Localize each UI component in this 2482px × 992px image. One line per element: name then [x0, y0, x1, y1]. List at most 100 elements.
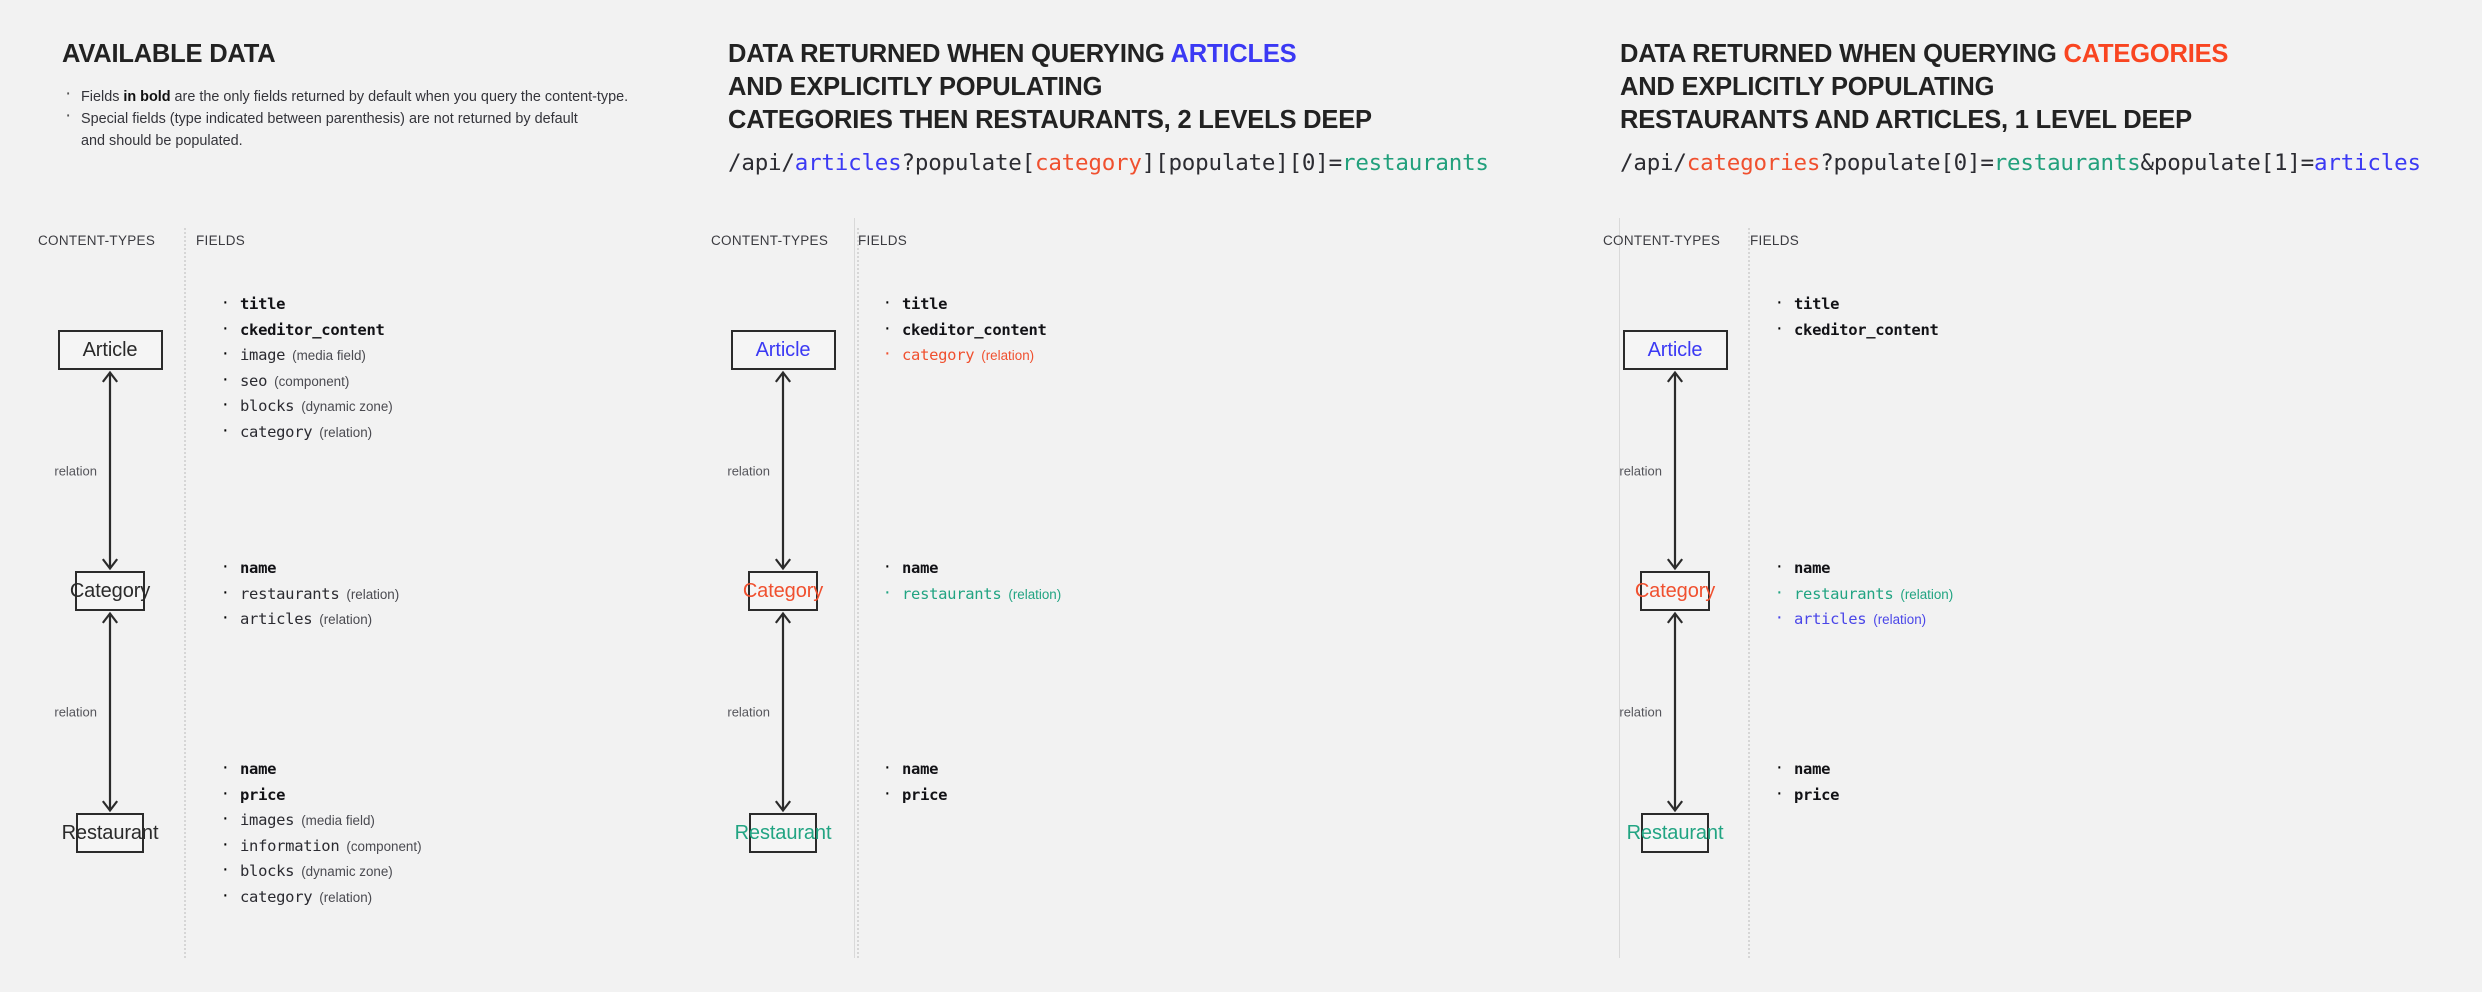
- field-row: name: [1772, 755, 1839, 783]
- field-type: (media field): [292, 348, 366, 363]
- content-type-box-restaurant[interactable]: Restaurant: [62, 813, 159, 853]
- field-name: category: [240, 422, 313, 441]
- field-name: category: [240, 887, 313, 906]
- field-type: (dynamic zone): [301, 864, 393, 879]
- relation-arrow-label: relation: [1619, 463, 1662, 478]
- field-type: (relation): [346, 586, 400, 602]
- field-name: name: [240, 760, 277, 778]
- panel-divider-1: [854, 218, 855, 958]
- panel-3-heading: DATA RETURNED WHEN QUERYING CATEGORIES AN…: [1620, 38, 2228, 137]
- field-row: articles(relation): [218, 605, 399, 633]
- field-name: name: [1794, 559, 1831, 577]
- content-type-box-article[interactable]: Article: [730, 330, 836, 370]
- panel-query-categories: DATA RETURNED WHEN QUERYING CATEGORIES AN…: [1603, 0, 2482, 992]
- panel-1-heading: AVAILABLE DATA: [62, 38, 276, 71]
- content-type-box-category[interactable]: Category: [743, 571, 823, 611]
- inner-dotted-divider: [1748, 228, 1750, 958]
- note-item: Fields in bold are the only fields retur…: [62, 83, 702, 108]
- inner-dotted-divider: [184, 228, 186, 958]
- heading-line: DATA RETURNED WHEN QUERYING ARTICLES: [728, 38, 1372, 71]
- heading-run: CATEGORIES: [2063, 40, 2229, 68]
- url-run: articles: [2314, 150, 2421, 176]
- field-row: images (media field): [218, 806, 422, 834]
- column-header-fields: FIELDS: [1750, 233, 1800, 248]
- field-type: (relation): [1900, 586, 1954, 602]
- field-row: blocks (dynamic zone): [218, 857, 422, 885]
- field-row: title: [1772, 290, 1939, 318]
- url-run: ][populate][0]=: [1141, 150, 1342, 176]
- field-row: name: [1772, 554, 1953, 582]
- relation-arrow: [773, 611, 793, 813]
- content-type-box-restaurant[interactable]: Restaurant: [1627, 813, 1724, 853]
- field-row: restaurants(relation): [880, 580, 1061, 608]
- url-run: categories: [1686, 150, 1821, 176]
- inner-dotted-divider: [857, 228, 859, 958]
- heading-line: AVAILABLE DATA: [62, 38, 276, 71]
- column-header-fields: FIELDS: [196, 233, 246, 248]
- field-name: title: [902, 295, 948, 313]
- relation-arrow: [100, 370, 120, 571]
- field-row: category (relation): [218, 418, 393, 446]
- field-name: name: [1794, 760, 1831, 778]
- relation-arrow-label: relation: [54, 704, 97, 720]
- field-type: (media field): [301, 813, 375, 828]
- relation-arrow: [100, 611, 120, 813]
- field-type: (relation): [1873, 612, 1927, 627]
- field-name: blocks: [240, 862, 295, 880]
- column-header-fields: FIELDS: [858, 233, 908, 248]
- field-row: restaurants (relation): [1772, 580, 1954, 608]
- field-name: name: [240, 559, 277, 577]
- heading-line: RESTAURANTS AND ARTICLES, 1 LEVEL DEEP: [1620, 104, 2228, 137]
- content-type-box-restaurant[interactable]: Restaurant: [735, 813, 832, 853]
- content-type-box-article[interactable]: Article: [57, 330, 163, 370]
- field-row: name: [218, 755, 422, 783]
- url-run: &populate[1]=: [2140, 150, 2315, 176]
- field-name: price: [1794, 785, 1840, 804]
- field-type: (component): [346, 838, 422, 854]
- url-run: /api/: [728, 150, 795, 176]
- field-name: restaurants: [1794, 584, 1894, 603]
- field-row: ckeditor_content: [218, 316, 393, 344]
- field-group-category: name restaurants (relation) articles(relati…: [218, 554, 400, 633]
- field-row: restaurants (relation): [218, 580, 400, 608]
- heading-run: AND EXPLICITLY POPULATING: [1620, 73, 1995, 101]
- heading-run: DATA RETURNED WHEN QUERYING: [1620, 40, 2064, 68]
- field-name: ckeditor_content: [902, 320, 1047, 339]
- field-row: category(relation): [218, 883, 422, 911]
- relation-arrow-label: relation: [727, 704, 770, 720]
- field-name: articles: [1794, 610, 1867, 628]
- field-name: images: [240, 811, 295, 829]
- url-run: ?populate[: [901, 150, 1036, 176]
- relation-arrow-label: relation: [54, 463, 97, 478]
- relation-arrow: [1665, 370, 1685, 571]
- field-group-restaurant: namepriceimages(media field)information(…: [218, 755, 422, 911]
- field-name: blocks: [240, 397, 295, 415]
- content-type-box-article[interactable]: Article: [1622, 330, 1728, 370]
- field-name: articles: [240, 610, 313, 628]
- field-row: price: [218, 781, 422, 809]
- heading-line: CATEGORIES THEN RESTAURANTS, 2 LEVELS DE…: [728, 104, 1372, 137]
- field-row: ckeditor_content: [1772, 316, 1939, 344]
- field-row: ckeditor_content: [880, 316, 1047, 344]
- field-name: ckeditor_content: [240, 320, 385, 339]
- heading-line: AND EXPLICITLY POPULATING: [728, 71, 1372, 104]
- field-row: price: [880, 781, 947, 809]
- heading-run: ARTICLES: [1170, 40, 1297, 68]
- heading-line: AND EXPLICITLY POPULATING: [1620, 71, 2228, 104]
- content-type-box-category[interactable]: Category: [1635, 571, 1715, 611]
- field-name: title: [240, 295, 286, 313]
- field-row: articles (relation): [1772, 605, 1953, 633]
- column-header-content-types: CONTENT-TYPES: [711, 233, 829, 248]
- heading-run: RESTAURANTS AND ARTICLES, 1 LEVEL DEEP: [1620, 106, 2192, 134]
- note-item-continuation: and should be populated.: [81, 133, 243, 149]
- heading-run: CATEGORIES THEN RESTAURANTS, 2 LEVELS DE…: [728, 106, 1372, 134]
- field-name: restaurants: [240, 584, 340, 603]
- column-header-content-types: CONTENT-TYPES: [38, 233, 156, 248]
- field-name: seo: [240, 371, 268, 390]
- url-run: articles: [794, 150, 902, 176]
- heading-run: DATA RETURNED WHEN QUERYING: [728, 40, 1171, 68]
- field-type: (relation): [319, 424, 373, 440]
- content-type-box-category[interactable]: Category: [70, 571, 150, 611]
- field-row: seo(component): [218, 367, 393, 395]
